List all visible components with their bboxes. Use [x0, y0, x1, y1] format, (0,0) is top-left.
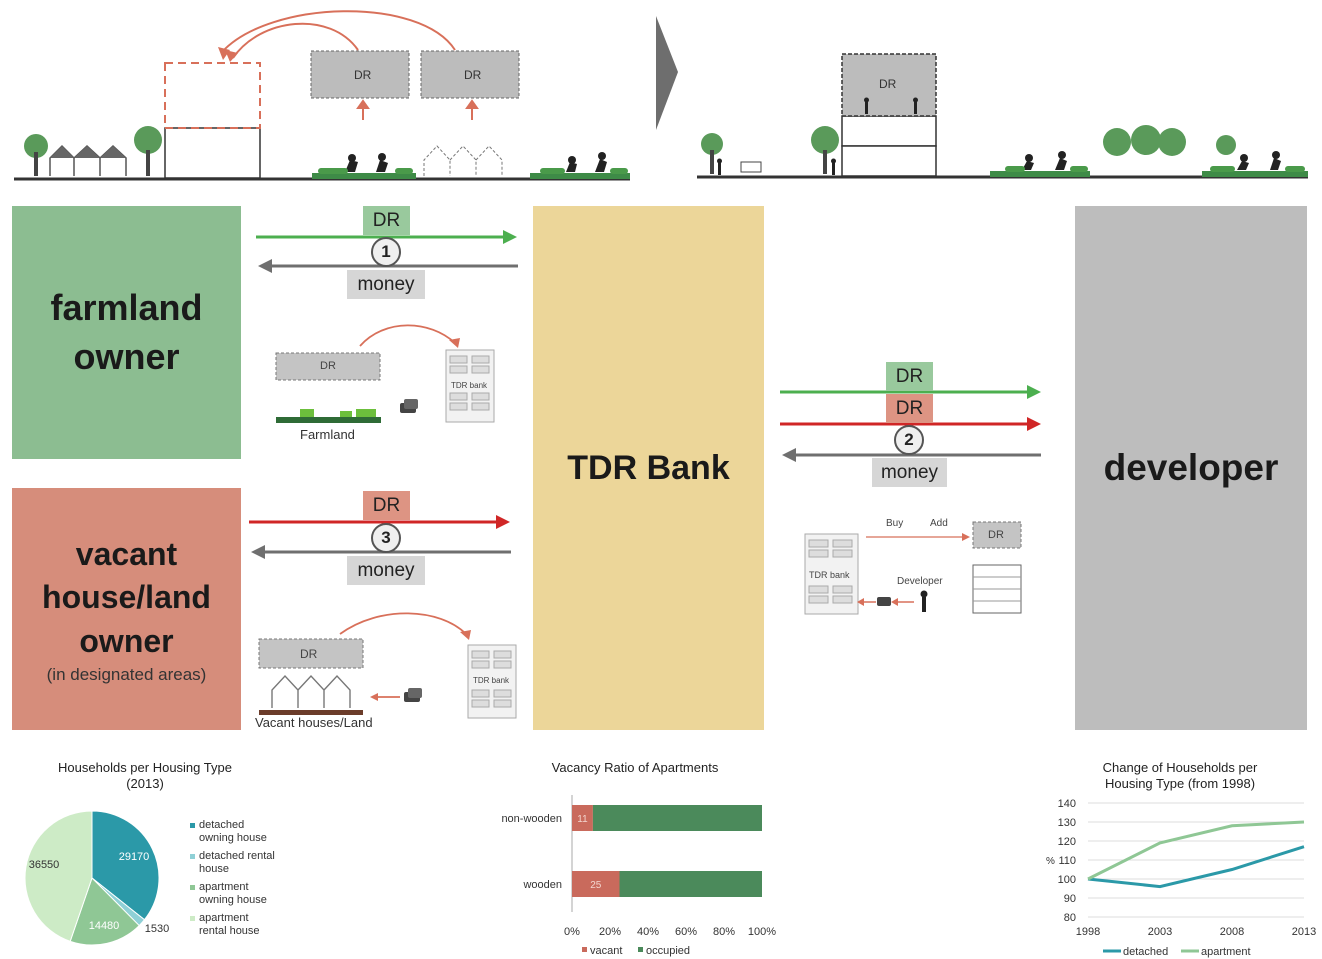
line-legend-label: apartment — [1201, 946, 1251, 958]
mini-farmland-dr-label: DR — [320, 360, 336, 372]
line-ytick-label: 90 — [1064, 893, 1076, 905]
pie-value-label-3: 36550 — [29, 859, 60, 871]
line-ytick-label: 110 — [1058, 855, 1076, 867]
pie-legend-swatch — [190, 916, 195, 921]
pie-slice-3 — [24, 810, 93, 942]
mini-vacant-dr-label: DR — [300, 647, 318, 661]
line-ytick-label: 80 — [1064, 912, 1076, 924]
vacant-owner-block: vacant house/land owner (in designated a… — [12, 488, 241, 730]
flow1-number: 1 — [371, 237, 401, 267]
pie-legend-label: detached owning house — [199, 819, 267, 844]
line-xtick-label: 2008 — [1220, 926, 1244, 938]
pie-legend-item: apartment rental house — [190, 912, 300, 938]
top-illustration — [14, 10, 1308, 181]
pie-slice-2 — [69, 877, 140, 946]
mini-farmland-tdr-bank-label: TDR bank — [451, 381, 488, 390]
vacant-owner-subtitle: (in designated areas) — [46, 664, 207, 684]
line-ytick-label: 130 — [1058, 817, 1076, 829]
line-chart-title: Change of Households per Housing Type (f… — [1102, 760, 1258, 791]
line-xtick-label: 2003 — [1148, 926, 1172, 938]
pie-legend-label: apartment rental house — [199, 912, 260, 937]
mini-vacant-tdr-bank-label: TDR bank — [473, 676, 510, 685]
top-dr-label-3: DR — [879, 77, 897, 91]
flow2-number: 2 — [894, 425, 924, 455]
flow2-dr-red-chip: DR — [886, 394, 933, 423]
flow3-dr-chip: DR — [363, 491, 410, 520]
top-dr-label-1: DR — [354, 68, 372, 82]
tdr-bank-block: TDR Bank — [533, 206, 764, 730]
developer-block: developer — [1075, 206, 1307, 730]
bar-value-label: 25 — [590, 880, 602, 891]
pie-legend-label: detached rental house — [199, 850, 275, 875]
mini-buy-label: Buy — [886, 518, 904, 529]
flow1-dr-chip: DR — [363, 206, 410, 235]
mini-dev-dr-label: DR — [988, 529, 1004, 541]
bar-xtick-label: 80% — [713, 926, 735, 938]
bar-xtick-label: 20% — [599, 926, 621, 938]
line-ytick-label: 120 — [1058, 836, 1076, 848]
bar-category-label: non-wooden — [501, 813, 562, 825]
flow3-money-chip: money — [347, 556, 425, 585]
top-dr-label-2: DR — [464, 68, 482, 82]
flow2-money-chip: money — [872, 458, 947, 487]
pie-legend-swatch — [190, 854, 195, 859]
mini-dev-tdr-bank-label: TDR bank — [809, 570, 850, 580]
bar-category-label: wooden — [522, 879, 562, 891]
bar-chart-title: Vacancy Ratio of Apartments — [551, 760, 719, 775]
pie-chart-title: Households per Housing Type (2013) — [58, 760, 232, 791]
pie-legend: detached owning house detached rental hou… — [190, 819, 300, 943]
farmland-owner-block: farmland owner — [12, 206, 241, 459]
line-ytick-label: 100 — [1058, 874, 1076, 886]
flow1-money-chip: money — [347, 270, 425, 299]
pie-legend-item: detached rental house — [190, 850, 300, 876]
pie-value-label-0: 29170 — [119, 851, 150, 863]
mini-add-label: Add — [930, 518, 948, 529]
bar-segment-vacant — [572, 805, 593, 831]
line-series-apartment — [1087, 820, 1305, 881]
pie-slice-0 — [91, 810, 160, 921]
bar-legend-swatch — [638, 947, 643, 952]
bar-xtick-label: 60% — [675, 926, 697, 938]
pie-value-label-1: 1530 — [145, 923, 169, 935]
bar-segment-occupied — [619, 871, 762, 897]
flow2-dr-green-chip: DR — [886, 362, 933, 391]
vacant-owner-title: vacant house/land owner — [42, 536, 211, 659]
line-series-detached — [1087, 845, 1305, 889]
mini-vacant-land-label: Vacant houses/Land — [255, 715, 373, 730]
bar-xtick-label: 0% — [564, 926, 580, 938]
line-ytick-label: 140 — [1058, 798, 1076, 810]
pie-legend-item: apartment owning house — [190, 881, 300, 907]
bar-xtick-label: 100% — [748, 926, 776, 938]
pie-legend-swatch — [190, 823, 195, 828]
bar-legend-swatch — [582, 947, 587, 952]
pie-legend-item: detached owning house — [190, 819, 300, 845]
mini-developer-label: Developer — [897, 576, 943, 587]
pie-legend-label: apartment owning house — [199, 881, 267, 906]
pie-value-label-2: 14480 — [89, 920, 120, 932]
bar-segment-occupied — [592, 805, 762, 831]
line-xtick-label: 2013 — [1292, 926, 1316, 938]
bar-legend-label: occupied — [646, 945, 690, 957]
pie-legend-swatch — [190, 885, 195, 890]
bar-segment-vacant — [572, 871, 620, 897]
line-ylabel: % — [1046, 856, 1055, 867]
bar-value-label: 11 — [577, 814, 588, 825]
bar-xtick-label: 40% — [637, 926, 659, 938]
line-legend-label: detached — [1123, 946, 1168, 958]
line-xtick-label: 1998 — [1076, 926, 1100, 938]
flow3-number: 3 — [371, 523, 401, 553]
mini-farmland-label: Farmland — [300, 427, 355, 442]
bar-legend-label: vacant — [590, 945, 622, 957]
